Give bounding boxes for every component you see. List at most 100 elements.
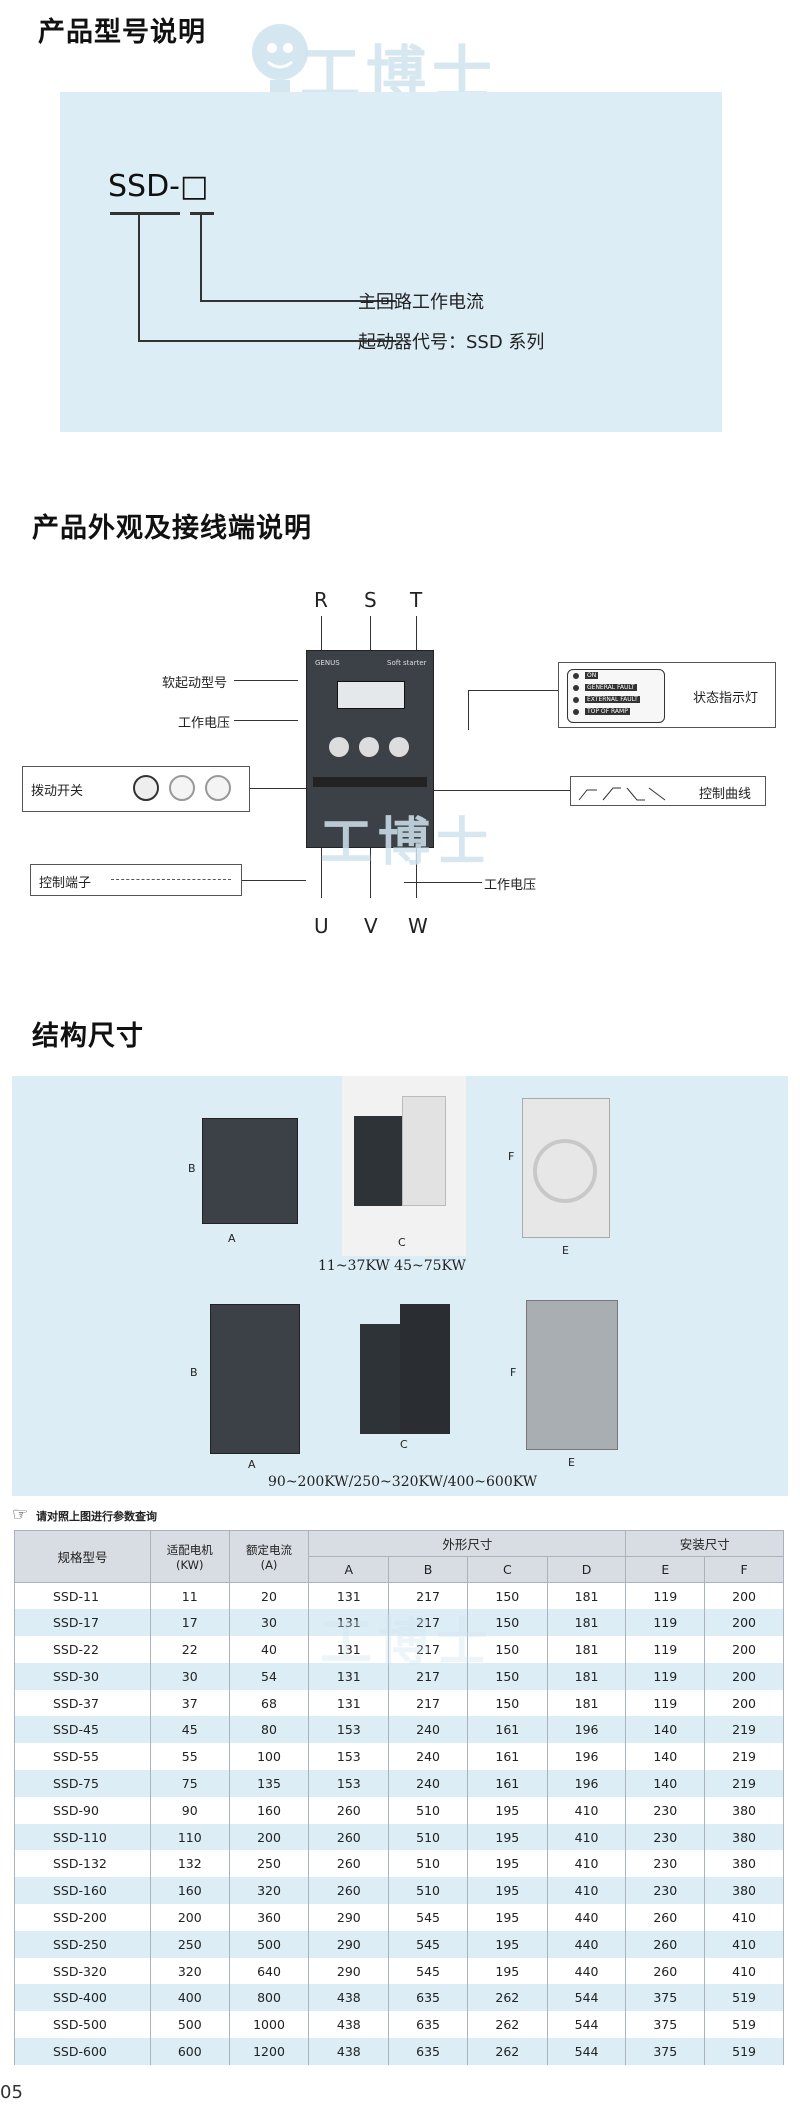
drawing-front-small: [202, 1118, 298, 1224]
drawing-side-small: C: [342, 1076, 466, 1256]
table-cell: 219: [704, 1743, 784, 1771]
drawing-back-large: [526, 1300, 618, 1450]
terminal-strip-icon: [111, 879, 231, 885]
th-d: D: [546, 1556, 627, 1583]
table-cell: 440: [546, 1957, 627, 1985]
table-cell: 45: [149, 1716, 230, 1744]
table-cell: 544: [546, 2038, 627, 2065]
table-cell: 150: [466, 1582, 548, 1610]
dial-3: [389, 737, 409, 757]
table-cell: SSD-45: [14, 1716, 151, 1744]
table-cell: SSD-132: [14, 1850, 151, 1878]
table-cell: 375: [625, 2038, 706, 2065]
hand-pointer-icon: ☞: [12, 1504, 29, 1525]
table-cell: 380: [704, 1796, 784, 1824]
terminal-strip: [313, 777, 427, 787]
th-current: 额定电流 (A): [228, 1530, 310, 1583]
th-c: C: [466, 1556, 548, 1583]
table-cell: 410: [704, 1930, 784, 1958]
table-cell: 262: [466, 2011, 548, 2039]
model-explanation-box: SSD-□ 主回路工作电流 起动器代号：SSD 系列: [60, 92, 722, 432]
device-display: [337, 681, 405, 709]
table-cell: 230: [625, 1877, 706, 1905]
table-cell: 500: [149, 2011, 230, 2039]
table-cell: 217: [388, 1636, 468, 1663]
table-cell: 260: [625, 1957, 706, 1985]
dim-c: C: [398, 1236, 406, 1249]
table-cell: 438: [308, 2011, 390, 2039]
table-cell: SSD-200: [14, 1904, 151, 1931]
table-cell: 519: [704, 2038, 784, 2065]
table-cell: 54: [228, 1662, 310, 1690]
table-cell: 320: [228, 1877, 310, 1905]
terminal-u: U: [314, 914, 329, 938]
terminal-s: S: [364, 588, 377, 612]
status-external-fault: EXTERNAL FAULT: [585, 696, 640, 703]
th-install: 安装尺寸: [625, 1530, 784, 1557]
label-series: 起动器代号：SSD 系列: [358, 332, 545, 353]
table-cell: 519: [704, 1984, 784, 2012]
table-cell: 200: [704, 1689, 784, 1717]
status-top-of-ramp: TOP OF RAMP: [585, 708, 630, 715]
soft-starter-device: GENUS Soft starter: [306, 650, 434, 848]
table-cell: 153: [308, 1743, 390, 1771]
table-cell: 195: [466, 1930, 548, 1958]
table-cell: 161: [466, 1770, 548, 1797]
callout-status-light: 状态指示灯: [693, 691, 759, 706]
table-cell: SSD-400: [14, 1984, 151, 2012]
table-cell: 410: [546, 1823, 627, 1851]
table-cell: SSD-160: [14, 1877, 151, 1905]
table-cell: 131: [308, 1609, 390, 1637]
th-e: E: [625, 1556, 706, 1583]
drawing-back-small: [522, 1098, 610, 1238]
table-cell: 290: [308, 1957, 390, 1985]
th-model: 规格型号: [14, 1530, 151, 1583]
table-cell: 110: [149, 1823, 230, 1851]
table-cell: SSD-75: [14, 1770, 151, 1797]
dim-f: F: [508, 1150, 515, 1163]
drawing-front-large: [210, 1304, 300, 1454]
table-cell: 510: [388, 1850, 468, 1878]
table-cell: 196: [546, 1743, 627, 1771]
caption-row1: 11~37KW 45~75KW: [318, 1258, 466, 1274]
table-cell: 195: [466, 1823, 548, 1851]
caption-row2: 90~200KW/250~320KW/400~600KW: [268, 1474, 538, 1490]
table-cell: 545: [388, 1904, 468, 1931]
table-cell: 195: [466, 1957, 548, 1985]
table-cell: 500: [228, 1930, 310, 1958]
callout-working-voltage-bottom: 工作电压: [484, 878, 537, 893]
table-cell: 200: [704, 1662, 784, 1690]
watermark-text-2: 工博士: [320, 813, 495, 873]
table-cell: 37: [149, 1689, 230, 1717]
table-cell: 196: [546, 1770, 627, 1797]
table-cell: 240: [388, 1770, 468, 1797]
dial-switch-box: 拨动开关: [22, 766, 250, 812]
table-cell: SSD-55: [14, 1743, 151, 1771]
table-cell: 131: [308, 1636, 390, 1663]
table-cell: 200: [704, 1609, 784, 1637]
table-cell: 217: [388, 1662, 468, 1690]
dim-b2: B: [190, 1366, 198, 1379]
table-cell: 119: [625, 1582, 706, 1610]
table-cell: 219: [704, 1770, 784, 1797]
callout-working-voltage: 工作电压: [178, 716, 231, 731]
table-cell: 181: [546, 1582, 627, 1610]
table-cell: 119: [625, 1689, 706, 1717]
terminal-r: R: [314, 588, 328, 612]
dim-f2: F: [510, 1366, 517, 1379]
table-cell: 380: [704, 1850, 784, 1878]
table-cell: 262: [466, 1984, 548, 2012]
table-cell: 20: [228, 1582, 310, 1610]
table-cell: 410: [546, 1796, 627, 1824]
table-cell: SSD-30: [14, 1662, 151, 1690]
dim-e: E: [562, 1244, 569, 1257]
status-on: ON: [585, 672, 599, 679]
